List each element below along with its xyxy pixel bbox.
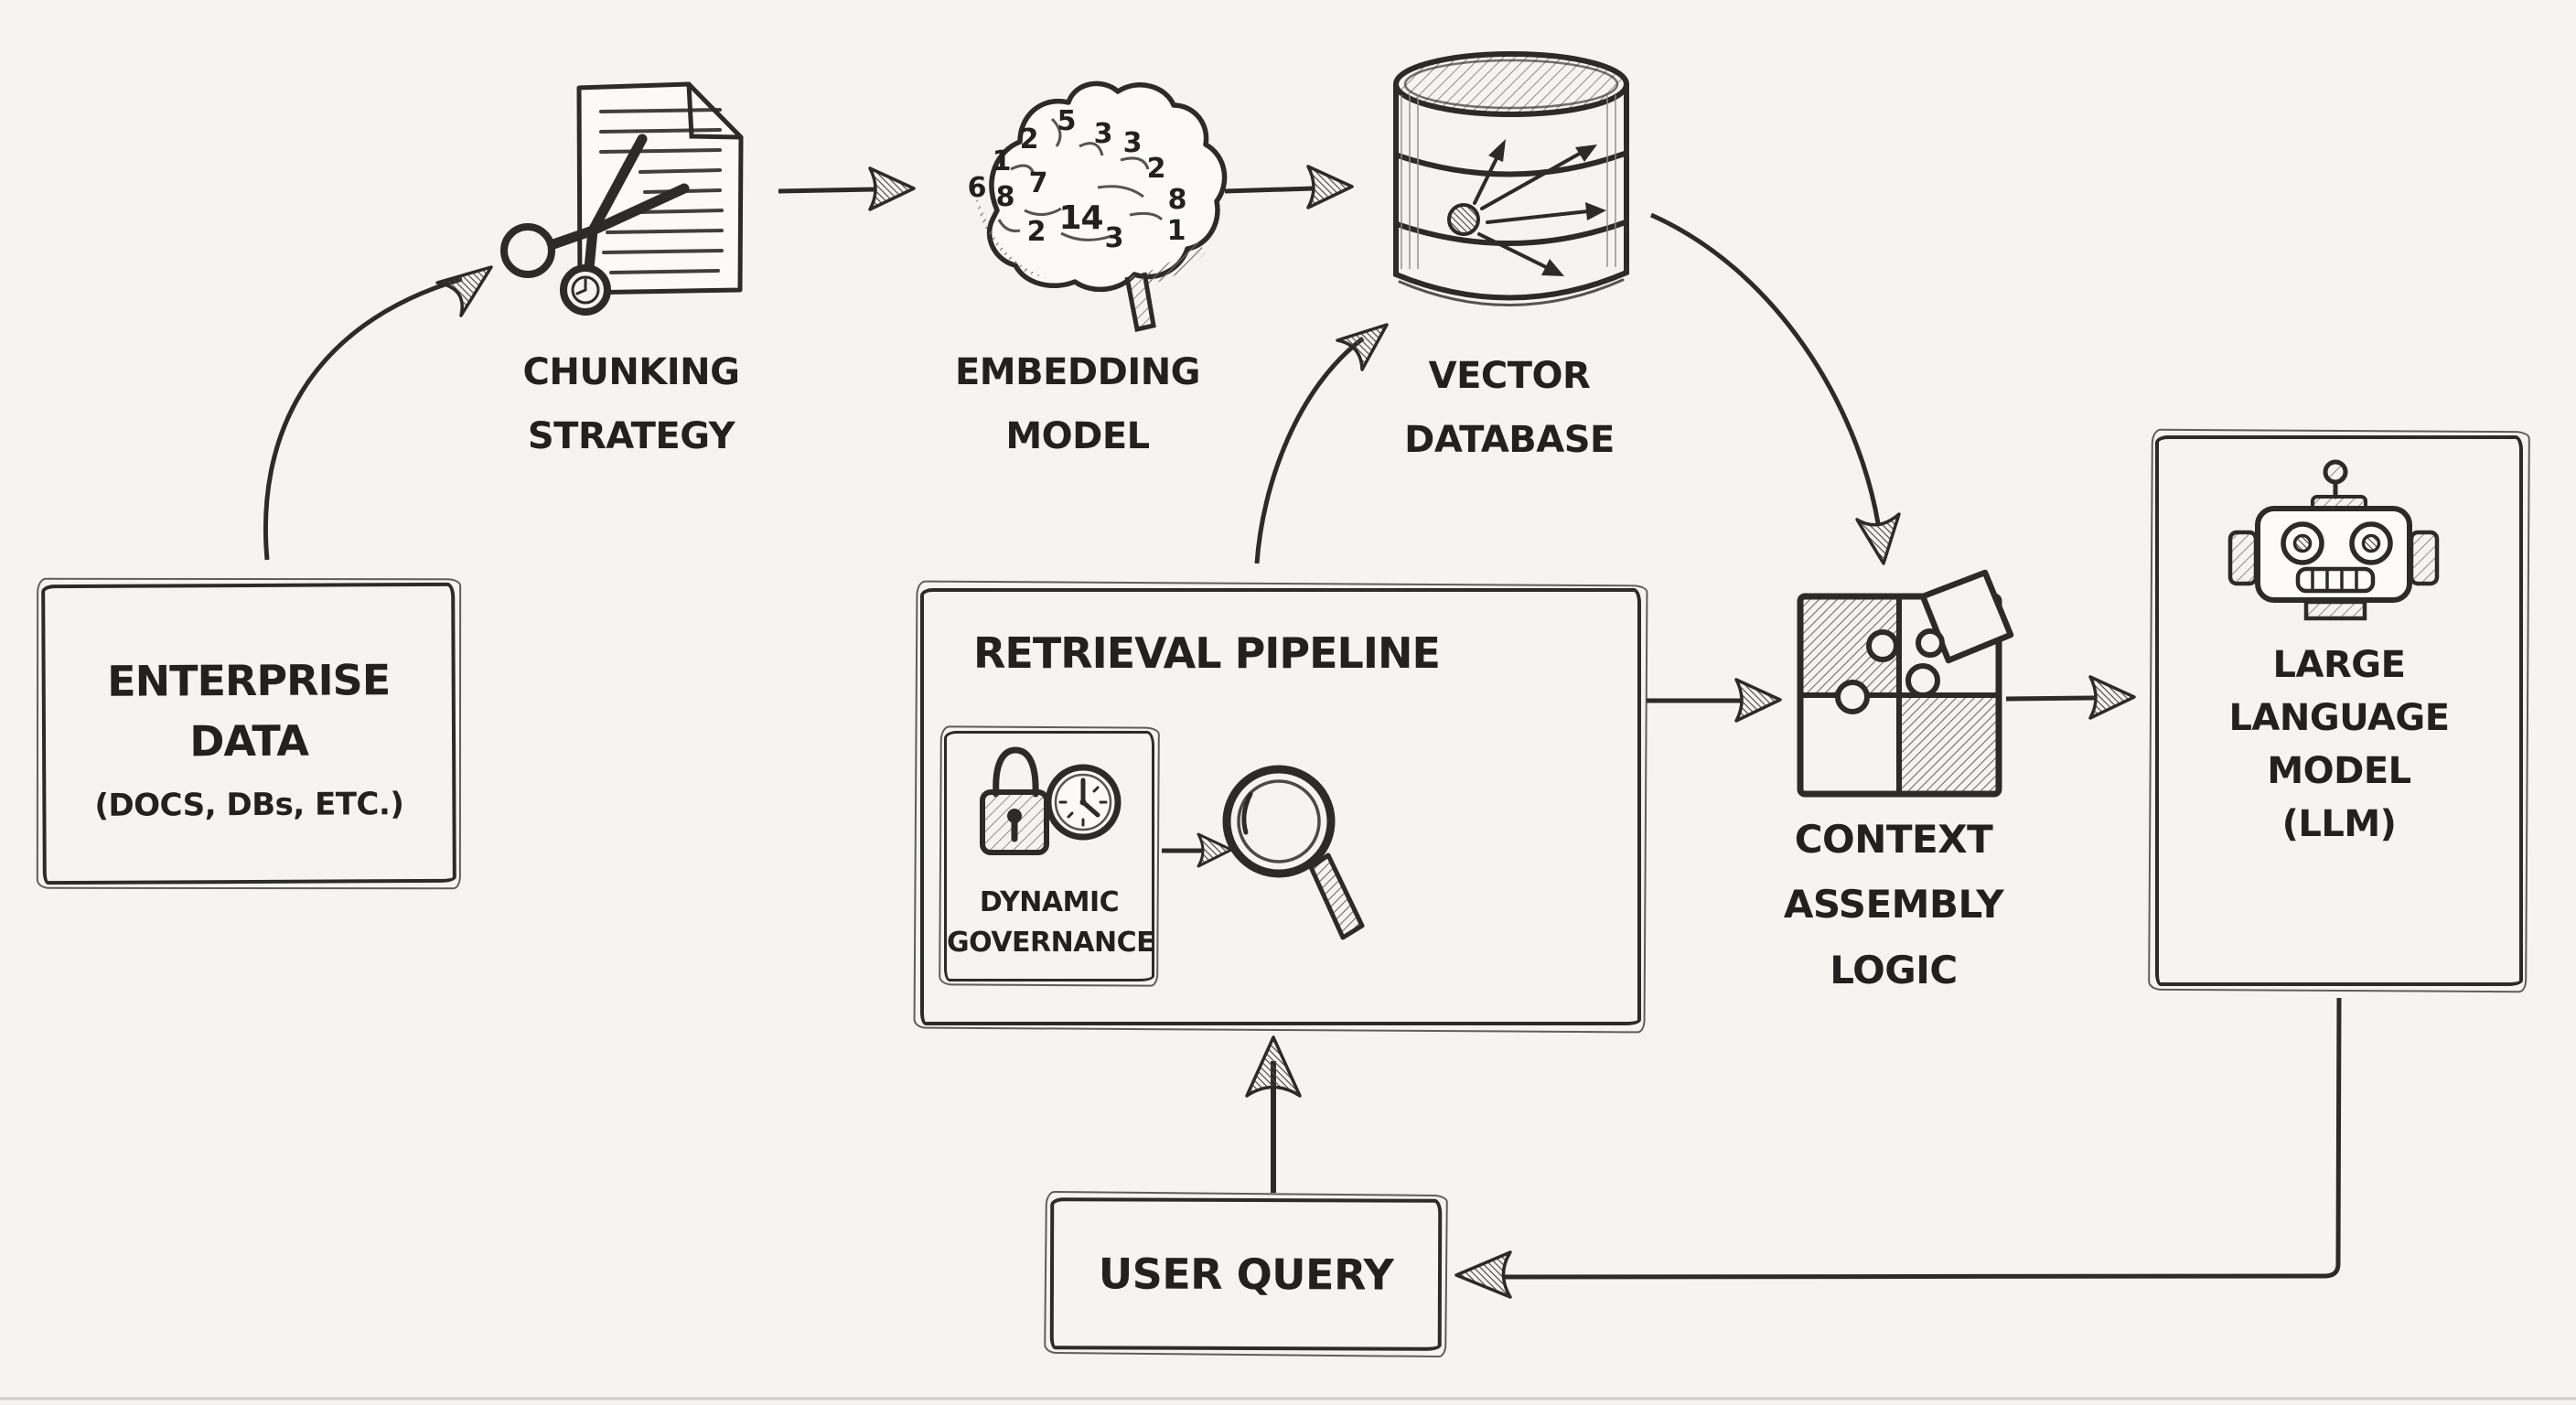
arrow-llm-to-userquery [1454,997,2342,1299]
svg-text:8: 8 [1168,184,1187,216]
svg-text:1: 1 [1058,199,1081,237]
user-query-label: USER QUERY [1098,1249,1394,1300]
llm-label-line2: LANGUAGE [2228,697,2450,739]
context-assembly-label: CONTEXT ASSEMBLY LOGIC [1729,807,2058,1003]
vector-database-label: VECTOR DATABASE [1372,344,1647,472]
loose-puzzle-piece [1916,569,2014,664]
svg-text:1: 1 [993,145,1012,177]
governance-label-line2: GOVERNANCE [947,926,1155,959]
arrow-chunking-to-embedding [778,166,916,211]
puzzle-pieces-icon [1797,569,2014,798]
llm-label-line1: LARGE [2272,644,2406,686]
chunking-strategy-label: CHUNKING STRATEGY [471,340,791,468]
svg-text:2: 2 [1020,123,1039,156]
database-cylinder-icon [1393,51,1629,306]
embedding-label-line2: MODEL [1005,415,1150,457]
svg-text:2: 2 [1147,153,1166,185]
llm-box: LARGE LANGUAGE MODEL (LLM) [2155,435,2523,986]
enterprise-data-title-line2: DATA [189,715,308,767]
enterprise-data-box: ENTERPRISE DATA (DOCS, DBs, ETC.) [41,582,456,885]
brain-numbers-icon: 5 3 3 2 1 2 6 8 7 8 2 1 4 3 1 [968,80,1228,332]
brain-folds [997,117,1164,241]
vector-point-and-arrows [1447,139,1606,276]
llm-label-line3: MODEL [2267,750,2411,792]
svg-text:3: 3 [1094,118,1113,150]
context-label-line1: CONTEXT [1794,817,1993,862]
dynamic-governance-label: DYNAMIC GOVERNANCE [947,883,1155,962]
arrow-userquery-to-retrieval [1245,1035,1302,1193]
svg-text:8: 8 [996,181,1015,213]
svg-text:5: 5 [1057,105,1077,137]
document-text-lines [599,108,724,274]
governance-label-line1: DYNAMIC [979,886,1120,918]
svg-text:7: 7 [1029,167,1048,199]
scissors-document-icon [500,81,744,316]
vectordb-label-line1: VECTOR [1428,355,1591,397]
arrow-enterprise-to-chunking [263,265,493,561]
user-query-box: USER QUERY [1049,1197,1443,1351]
context-label-line2: ASSEMBLY [1783,882,2004,928]
svg-text:3: 3 [1123,127,1143,159]
arrow-context-to-llm [2005,675,2136,720]
arrow-embedding-to-vectordb [1224,165,1354,209]
enterprise-data-subtitle: (DOCS, DBs, ETC.) [94,786,404,824]
arrow-retrieval-to-context [1647,678,1782,723]
svg-text:6: 6 [968,172,987,204]
brain-numbers: 5 3 3 2 1 2 6 8 7 8 2 1 4 3 1 [968,105,1187,254]
svg-text:4: 4 [1080,199,1103,237]
embedding-label-line1: EMBEDDING [954,351,1201,393]
scissors [500,134,690,316]
context-label-line3: LOGIC [1830,947,1958,992]
llm-label-line4: (LLM) [2281,803,2397,845]
embedding-model-label: EMBEDDING MODEL [940,340,1215,468]
chunking-label-line2: STRATEGY [527,415,735,457]
retrieval-pipeline-box: RETRIEVAL PIPELINE DYNAMIC GOVERNANCE [920,588,1641,1025]
chunking-label-line1: CHUNKING [522,351,740,393]
dynamic-governance-box: DYNAMIC GOVERNANCE [944,731,1155,981]
svg-text:3: 3 [1105,222,1124,254]
vectordb-label-line2: DATABASE [1404,419,1615,461]
retrieval-pipeline-title: RETRIEVAL PIPELINE [973,628,1441,678]
svg-text:2: 2 [1027,216,1046,248]
arrow-vectordb-to-context [1649,212,1901,565]
arrow-retrieval-to-vectordb [1254,323,1389,564]
svg-text:1: 1 [1167,215,1186,247]
llm-label: LARGE LANGUAGE MODEL (LLM) [2159,439,2519,851]
